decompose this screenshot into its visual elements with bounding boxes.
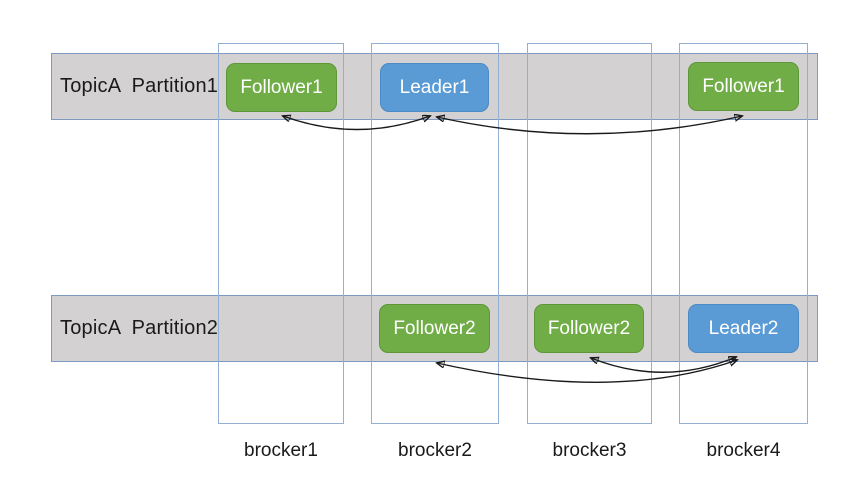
broker-label-brocker2: brocker2: [398, 440, 472, 461]
replica-label: Leader2: [708, 317, 779, 339]
replica-follower2-brocker3: Follower2: [534, 304, 644, 353]
replica-label: Follower1: [702, 75, 785, 97]
broker-label-brocker1: brocker1: [244, 440, 318, 461]
replica-label: Follower2: [547, 317, 631, 339]
partition2-label: TopicA Partition2: [60, 317, 219, 339]
replica-label: Follower1: [240, 76, 323, 98]
replica-follower1-brocker4: Follower1: [688, 62, 799, 111]
broker-box-brocker4: [679, 43, 808, 424]
replica-follower1-brocker1: Follower1: [226, 63, 337, 112]
partition1-label: TopicA Partition1: [60, 75, 219, 97]
broker-box-brocker3: [527, 43, 652, 424]
replica-follower2-brocker2: Follower2: [379, 304, 490, 353]
broker-box-brocker1: [218, 43, 344, 424]
broker-box-brocker2: [371, 43, 499, 424]
broker-label-brocker4: brocker4: [706, 440, 781, 461]
replica-leader2-brocker4: Leader2: [688, 304, 799, 353]
replica-label: Leader1: [399, 76, 470, 98]
broker-label-brocker3: brocker3: [552, 440, 627, 461]
replica-leader1-brocker2: Leader1: [380, 63, 489, 112]
replica-label: Follower2: [393, 317, 476, 339]
